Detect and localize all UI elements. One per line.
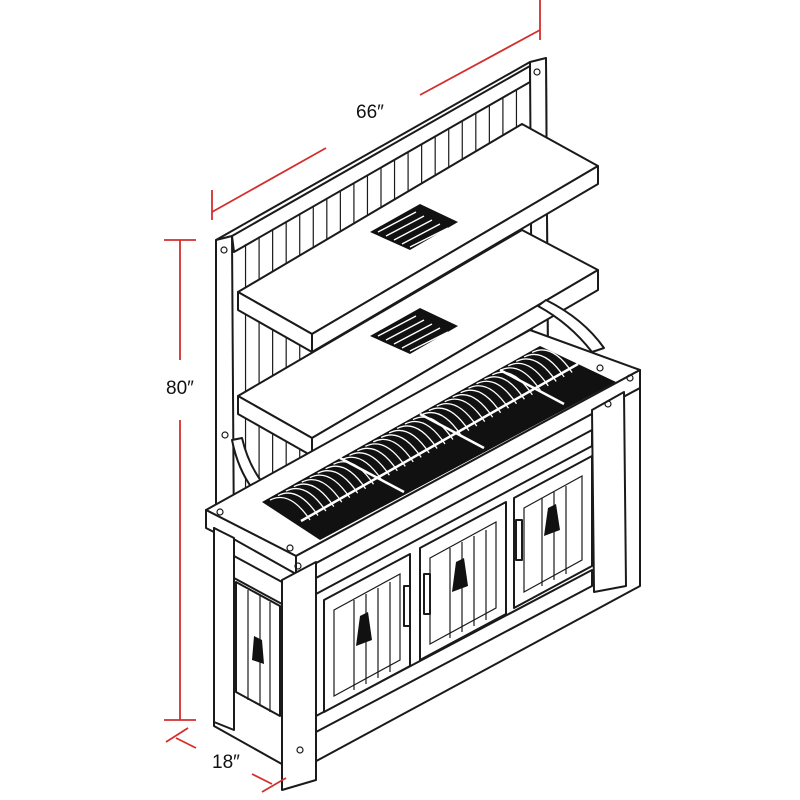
inlay-grain-line — [357, 447, 398, 472]
inlay-grain-line — [325, 465, 367, 490]
inlay-grain-line — [396, 425, 438, 449]
inlay-grain-line — [277, 492, 319, 516]
door-handle-center — [423, 573, 431, 615]
upper-shelf — [237, 123, 599, 353]
width-label: 66″ — [356, 102, 384, 123]
inlay-grain-line — [436, 402, 478, 427]
inlay-grain-line — [388, 429, 430, 454]
inlay-grain-line — [372, 438, 414, 463]
depth-dimension: 18″ — [165, 727, 287, 793]
side-panel-door — [235, 581, 281, 717]
height-label: 80″ — [166, 378, 194, 399]
inlay-grain-line — [309, 474, 351, 499]
inlay-grain-line — [380, 434, 422, 458]
inlay-tile-top — [205, 329, 641, 575]
inlay-grain-line — [492, 371, 533, 396]
cabinet-door-center — [419, 501, 507, 661]
inlay-grain-line — [460, 389, 502, 414]
inlay-grain-line — [341, 456, 383, 481]
inlay-grain-line — [317, 470, 359, 494]
cabinet-door-right — [513, 455, 593, 609]
inlay-grain-line — [404, 420, 446, 445]
inlay-grain-line — [269, 496, 311, 521]
inlay-grain-line — [452, 394, 494, 418]
lower-shelf-grain — [370, 308, 458, 354]
door-handle-left — [403, 585, 411, 627]
upper-shelf-grain — [370, 204, 458, 250]
inlay-grain-line — [285, 487, 327, 512]
inlay-grain-line — [468, 385, 510, 409]
inlay-grain-line — [507, 362, 549, 387]
inlay-grain-line — [301, 478, 343, 503]
inlay-grain-line — [420, 411, 462, 436]
inlay-grain-line — [515, 358, 557, 382]
inlay-grain-line — [428, 407, 470, 431]
inlay-grain-line — [365, 443, 406, 467]
width-dimension: 66″ — [211, 0, 541, 220]
height-dimension: 80″ — [164, 239, 196, 721]
door-handle-right — [515, 519, 523, 561]
inlay-grain-line — [484, 376, 525, 400]
cabinet-door-left — [323, 553, 411, 713]
inlay-grain-line — [500, 367, 541, 391]
depth-label: 18″ — [212, 752, 240, 773]
inlay-grain-line — [476, 380, 518, 405]
inlay-grain-line — [444, 398, 486, 423]
inlay-grain-line — [349, 452, 390, 476]
inlay-grain-line — [293, 483, 335, 507]
cabinet-doors — [323, 455, 593, 713]
